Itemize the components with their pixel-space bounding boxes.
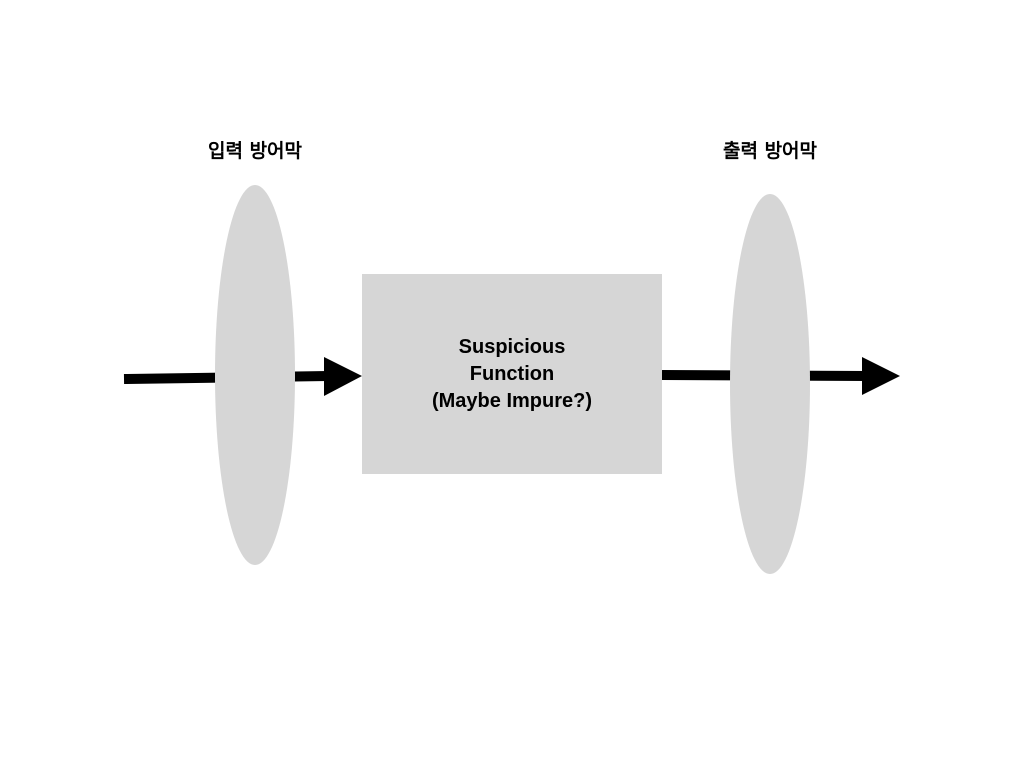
input-barrier-label: 입력 방어막 — [207, 140, 303, 162]
output-barrier-ellipse — [730, 194, 810, 574]
output-barrier-label: 출력 방어막 — [722, 140, 818, 162]
function-box-line-3: (Maybe Impure?) — [431, 389, 593, 412]
function-box-text: Suspicious Function (Maybe Impure?) — [362, 274, 662, 474]
function-box-line-1: Suspicious — [458, 335, 566, 358]
input-arrowhead — [324, 357, 362, 396]
function-box — [362, 274, 662, 474]
function-box-line-2: Function — [469, 362, 555, 385]
output-arrowhead — [862, 357, 900, 395]
input-barrier-ellipse — [215, 185, 295, 565]
